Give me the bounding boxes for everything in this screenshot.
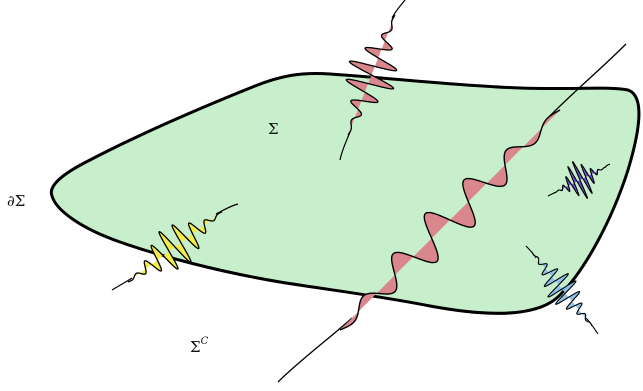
through-line-tail-lower: [278, 318, 352, 382]
complement-sigma-symbol: Σ: [190, 338, 201, 356]
boundary-label: ∂Σ: [7, 192, 25, 210]
yellow-packet-tail-left: [112, 278, 132, 290]
region-label: Σ: [268, 120, 279, 138]
red-packet-tail-top: [392, 0, 405, 18]
boundary-sigma-symbol: Σ: [15, 192, 26, 210]
complement-superscript: C: [201, 336, 209, 347]
complement-label: ΣC: [190, 336, 209, 356]
